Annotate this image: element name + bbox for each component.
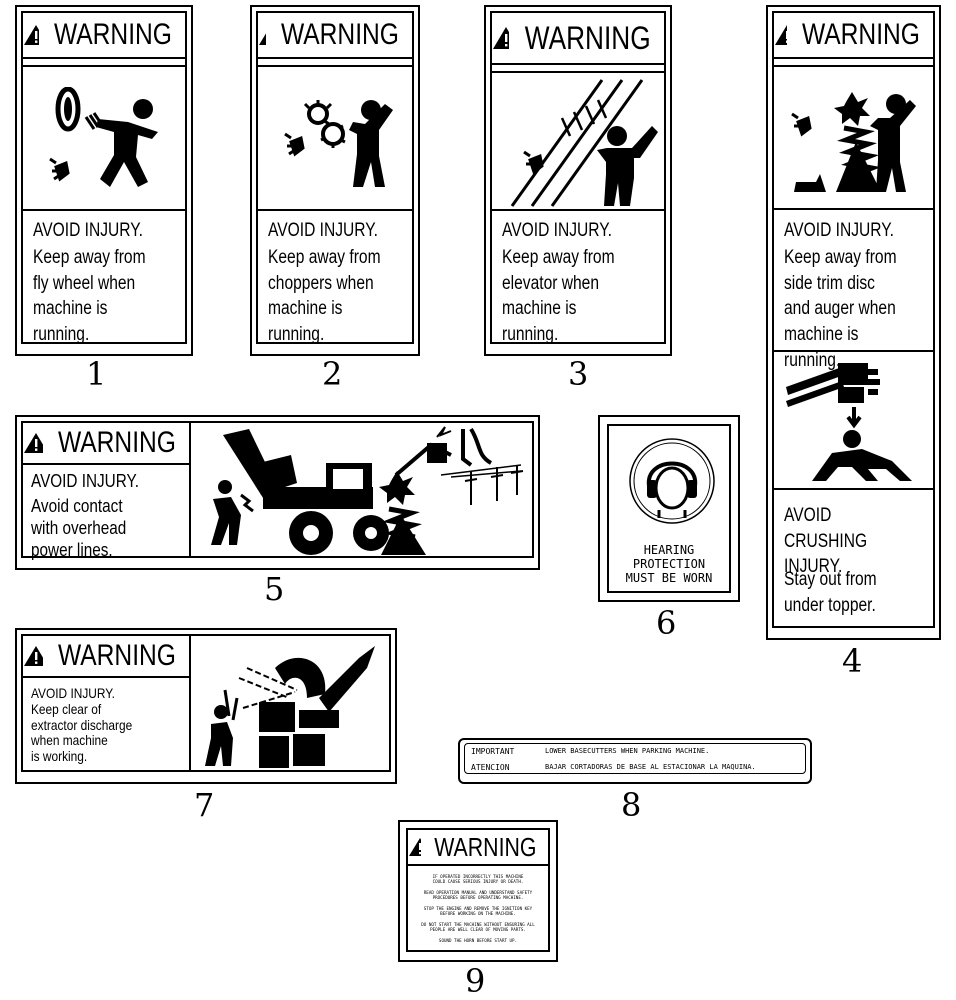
warning-decal-7: WARNING AVOID INJURY. Keep clear of extr… <box>15 628 397 784</box>
body-text: Keep away from fly wheel when machine is… <box>33 247 146 345</box>
body-text: Keep clear of extractor discharge when m… <box>31 701 133 765</box>
warning-decal-3: WARNING AVOID INJURY. Keep away from ele… <box>484 5 672 356</box>
headline-text: AVOID INJURY. <box>502 220 612 241</box>
callout-number: 7 <box>194 786 215 824</box>
warning-triangle-icon <box>493 27 509 49</box>
notice-text: HEARING PROTECTION MUST BE WORN <box>625 543 713 585</box>
atencion-label: ATENCION <box>471 763 510 772</box>
chopper-hazard-icon <box>284 100 393 187</box>
warning-decal-4: WARNING AVOID INJURY. Keep away from sid… <box>766 5 941 640</box>
headline-text: AVOID INJURY. <box>31 471 139 491</box>
body-text: Avoid contact with overhead power lines. <box>31 496 127 560</box>
flywheel-hazard-icon <box>49 87 158 187</box>
warning-line-2: READ OPERATION MANUAL AND UNDERSTAND SAF… <box>423 890 533 901</box>
signal-word: WARNING <box>54 18 173 51</box>
warning-line-1: IF OPERATED INCORRECTLY THIS MACHINE COU… <box>432 874 524 885</box>
headline-text: AVOID INJURY. <box>33 220 143 241</box>
side-trim-hazard-icon <box>791 92 916 192</box>
callout-number: 5 <box>264 570 285 608</box>
warning-header: WARNING <box>23 636 189 678</box>
warning-decal-9: WARNING IF OPERATED INCORRECTLY THIS MAC… <box>398 820 558 962</box>
headline-text: AVOID INJURY. <box>784 220 894 241</box>
body-text: Keep away from side trim disc and auger … <box>784 247 897 371</box>
atencion-text: BAJAR CORTADORAS DE BASE AL ESTACIONAR L… <box>545 763 756 771</box>
warning-triangle-icon <box>259 33 267 45</box>
signal-word: WARNING <box>58 426 177 459</box>
important-label: IMPORTANT <box>471 747 515 756</box>
extractor-hazard-icon <box>205 646 375 768</box>
warning-header: WARNING <box>492 13 664 65</box>
pictogram-panel <box>774 65 933 210</box>
signal-word: WARNING <box>434 831 537 862</box>
notice-decal-6: HEARING PROTECTION MUST BE WORN <box>598 415 740 602</box>
warning-header: WARNING <box>23 13 185 59</box>
pictogram-panel <box>23 65 185 211</box>
signal-word: WARNING <box>524 19 651 56</box>
warning-decal-2: WARNING AVOID INJURY. Keep away from cho… <box>250 5 420 356</box>
headline-text: AVOID INJURY. <box>268 220 378 241</box>
headline-text: AVOID INJURY. <box>31 685 115 701</box>
callout-number: 3 <box>568 355 589 393</box>
body-text-2: Stay out from under topper. <box>784 569 877 616</box>
signal-word: WARNING <box>802 18 921 51</box>
signal-word: WARNING <box>58 639 177 672</box>
notice-decal-8: IMPORTANT LOWER BASECUTTERS WHEN PARKING… <box>458 738 812 784</box>
warning-header: WARNING <box>408 830 548 866</box>
text-panel: WARNING AVOID INJURY. Keep clear of extr… <box>23 636 191 770</box>
warning-decal-1: WARNING AVOID INJURY. Keep away from fly… <box>15 5 193 356</box>
warning-header: WARNING <box>258 13 412 59</box>
elevator-hazard-icon <box>510 79 658 207</box>
pictogram-panel-2 <box>774 350 933 490</box>
body-text: Keep away from choppers when machine is … <box>268 247 381 345</box>
callout-number: 2 <box>322 355 343 393</box>
headline-text-2: AVOID CRUSHING INJURY. <box>784 505 868 578</box>
callout-number: 1 <box>86 355 107 393</box>
warning-header: WARNING <box>23 423 189 465</box>
crushing-hazard-icon <box>786 363 912 481</box>
ear-protection-icon <box>629 438 715 524</box>
warning-triangle-icon <box>775 25 788 45</box>
warning-line-5: SOUND THE HORN BEFORE START UP. <box>438 938 518 943</box>
pictogram-panel <box>258 65 412 211</box>
warning-triangle-icon <box>409 838 422 856</box>
warning-line-3: STOP THE ENGINE AND REMOVE THE IGNITION … <box>423 906 533 917</box>
pictogram-panel <box>492 71 664 211</box>
callout-number: 6 <box>656 604 677 642</box>
body-text: Keep away from elevator when machine is … <box>502 247 615 345</box>
text-panel: WARNING AVOID INJURY. Avoid contact with… <box>23 423 191 560</box>
callout-number: 4 <box>842 642 863 680</box>
warning-triangle-icon <box>24 25 40 45</box>
callout-number: 8 <box>621 786 642 824</box>
warning-decal-5: WARNING AVOID INJURY. Avoid contact with… <box>15 415 540 570</box>
callout-number: 9 <box>465 962 486 1000</box>
important-text: LOWER BASECUTTERS WHEN PARKING MACHINE. <box>545 747 710 755</box>
warning-line-4: DO NOT START THE MACHINE WITHOUT ENSURIN… <box>421 922 535 933</box>
signal-word: WARNING <box>281 18 400 51</box>
warning-triangle-icon <box>24 646 44 666</box>
power-line-hazard-icon <box>211 426 524 555</box>
warning-triangle-icon <box>24 433 44 453</box>
warning-header: WARNING <box>774 13 933 59</box>
